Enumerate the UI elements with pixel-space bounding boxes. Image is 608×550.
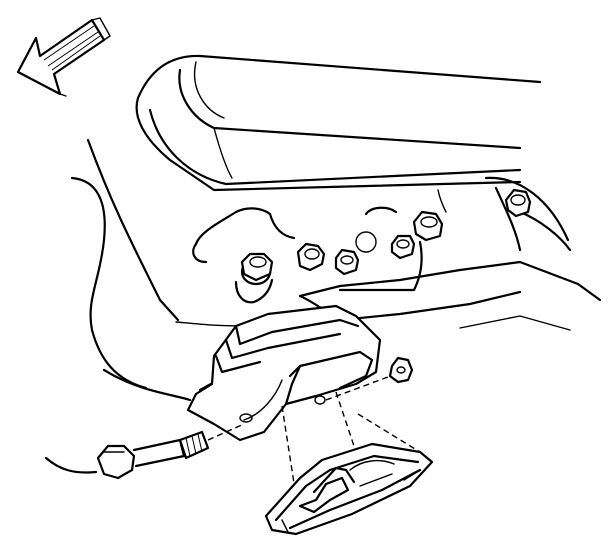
block-bolt-6	[504, 188, 532, 218]
block-bolt-3	[334, 231, 377, 276]
alignment-lines	[281, 391, 421, 497]
block-bolt-1	[240, 252, 274, 286]
mount-nut	[388, 356, 414, 384]
engine-mount-bracket	[186, 304, 382, 442]
block-bolt-4	[390, 234, 416, 260]
block-bolt-5	[412, 210, 444, 242]
block-bolt-2	[296, 242, 326, 272]
lower-mount-insulator	[264, 442, 434, 536]
block-boss-outline	[192, 189, 447, 304]
valve-cover	[135, 54, 542, 192]
front-direction-arrow-icon	[16, 17, 111, 97]
through-bolt	[96, 373, 397, 480]
